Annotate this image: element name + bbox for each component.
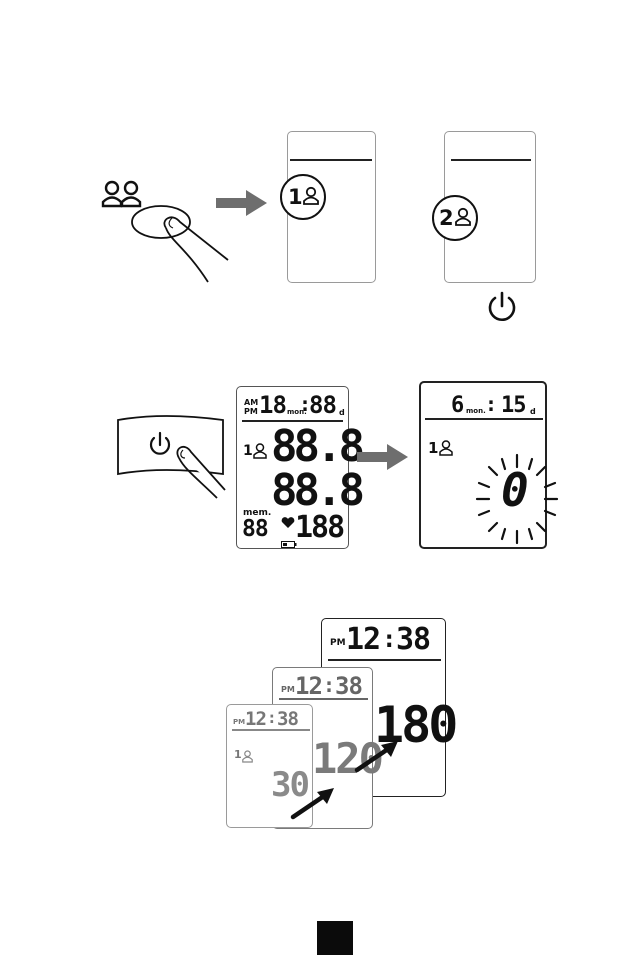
user-number: 1 bbox=[428, 441, 438, 456]
divider-line bbox=[232, 729, 310, 731]
time-hours: 12 bbox=[346, 625, 380, 655]
diastolic-digits: 88.8 bbox=[271, 469, 361, 513]
time-minutes: 38 bbox=[335, 674, 362, 698]
divider-line bbox=[290, 159, 372, 161]
month-digits: 18 bbox=[259, 393, 286, 417]
user-icon bbox=[242, 748, 253, 761]
arrow-right-icon bbox=[357, 443, 409, 471]
user2-badge: 2 bbox=[431, 194, 479, 242]
zero-display: 6 mon. : 15 d 1 bbox=[419, 381, 547, 549]
user-icon bbox=[253, 443, 267, 459]
user-number: 1 bbox=[234, 749, 242, 760]
pm-label: PM bbox=[281, 686, 295, 694]
page-marker bbox=[317, 921, 353, 955]
day-digits: 15 bbox=[501, 395, 526, 417]
time-colon: : bbox=[267, 710, 276, 726]
time-colon: : bbox=[382, 627, 395, 651]
arrow-diagonal-icon bbox=[354, 739, 402, 773]
time-hours: 12 bbox=[295, 674, 322, 698]
zero-value: 0 bbox=[501, 467, 528, 513]
systolic-digits: 88.8 bbox=[271, 425, 361, 469]
pm-label: PM bbox=[244, 408, 258, 416]
time-minutes: 38 bbox=[396, 625, 430, 655]
pulse-digits: 188 bbox=[295, 513, 343, 543]
user1-number: 1 bbox=[288, 187, 303, 208]
user-icon bbox=[439, 440, 453, 456]
arrow-right-icon bbox=[216, 189, 268, 217]
arrow-diagonal-icon bbox=[290, 786, 338, 820]
time-minutes: 38 bbox=[277, 710, 298, 729]
pm-label: PM bbox=[330, 639, 346, 648]
day-digits: 88 bbox=[309, 393, 336, 417]
user1-badge: 1 bbox=[279, 173, 327, 221]
divider-line bbox=[425, 418, 543, 420]
heart-icon bbox=[281, 514, 295, 526]
divider-line bbox=[451, 159, 531, 161]
time-colon: : bbox=[323, 675, 334, 695]
power-icon bbox=[486, 290, 518, 322]
user-number: 1 bbox=[243, 444, 253, 458]
divider-line bbox=[279, 698, 368, 700]
d-label: d bbox=[530, 408, 536, 416]
mon-label: mon. bbox=[466, 408, 486, 415]
power-button-finger bbox=[113, 414, 233, 504]
mem-digits: 88 bbox=[242, 518, 268, 541]
time-hours: 12 bbox=[245, 710, 266, 729]
full-display: AM PM 18 mon. : 88 d 1 88.8 88.8 mem. 88… bbox=[236, 386, 349, 549]
d-label: d bbox=[339, 409, 345, 417]
am-label: AM bbox=[244, 399, 258, 407]
user2-number: 2 bbox=[439, 208, 454, 229]
divider-line bbox=[328, 659, 441, 661]
colon: : bbox=[485, 394, 496, 414]
pm-label: PM bbox=[233, 719, 245, 726]
month-digit: 6 bbox=[451, 395, 463, 417]
